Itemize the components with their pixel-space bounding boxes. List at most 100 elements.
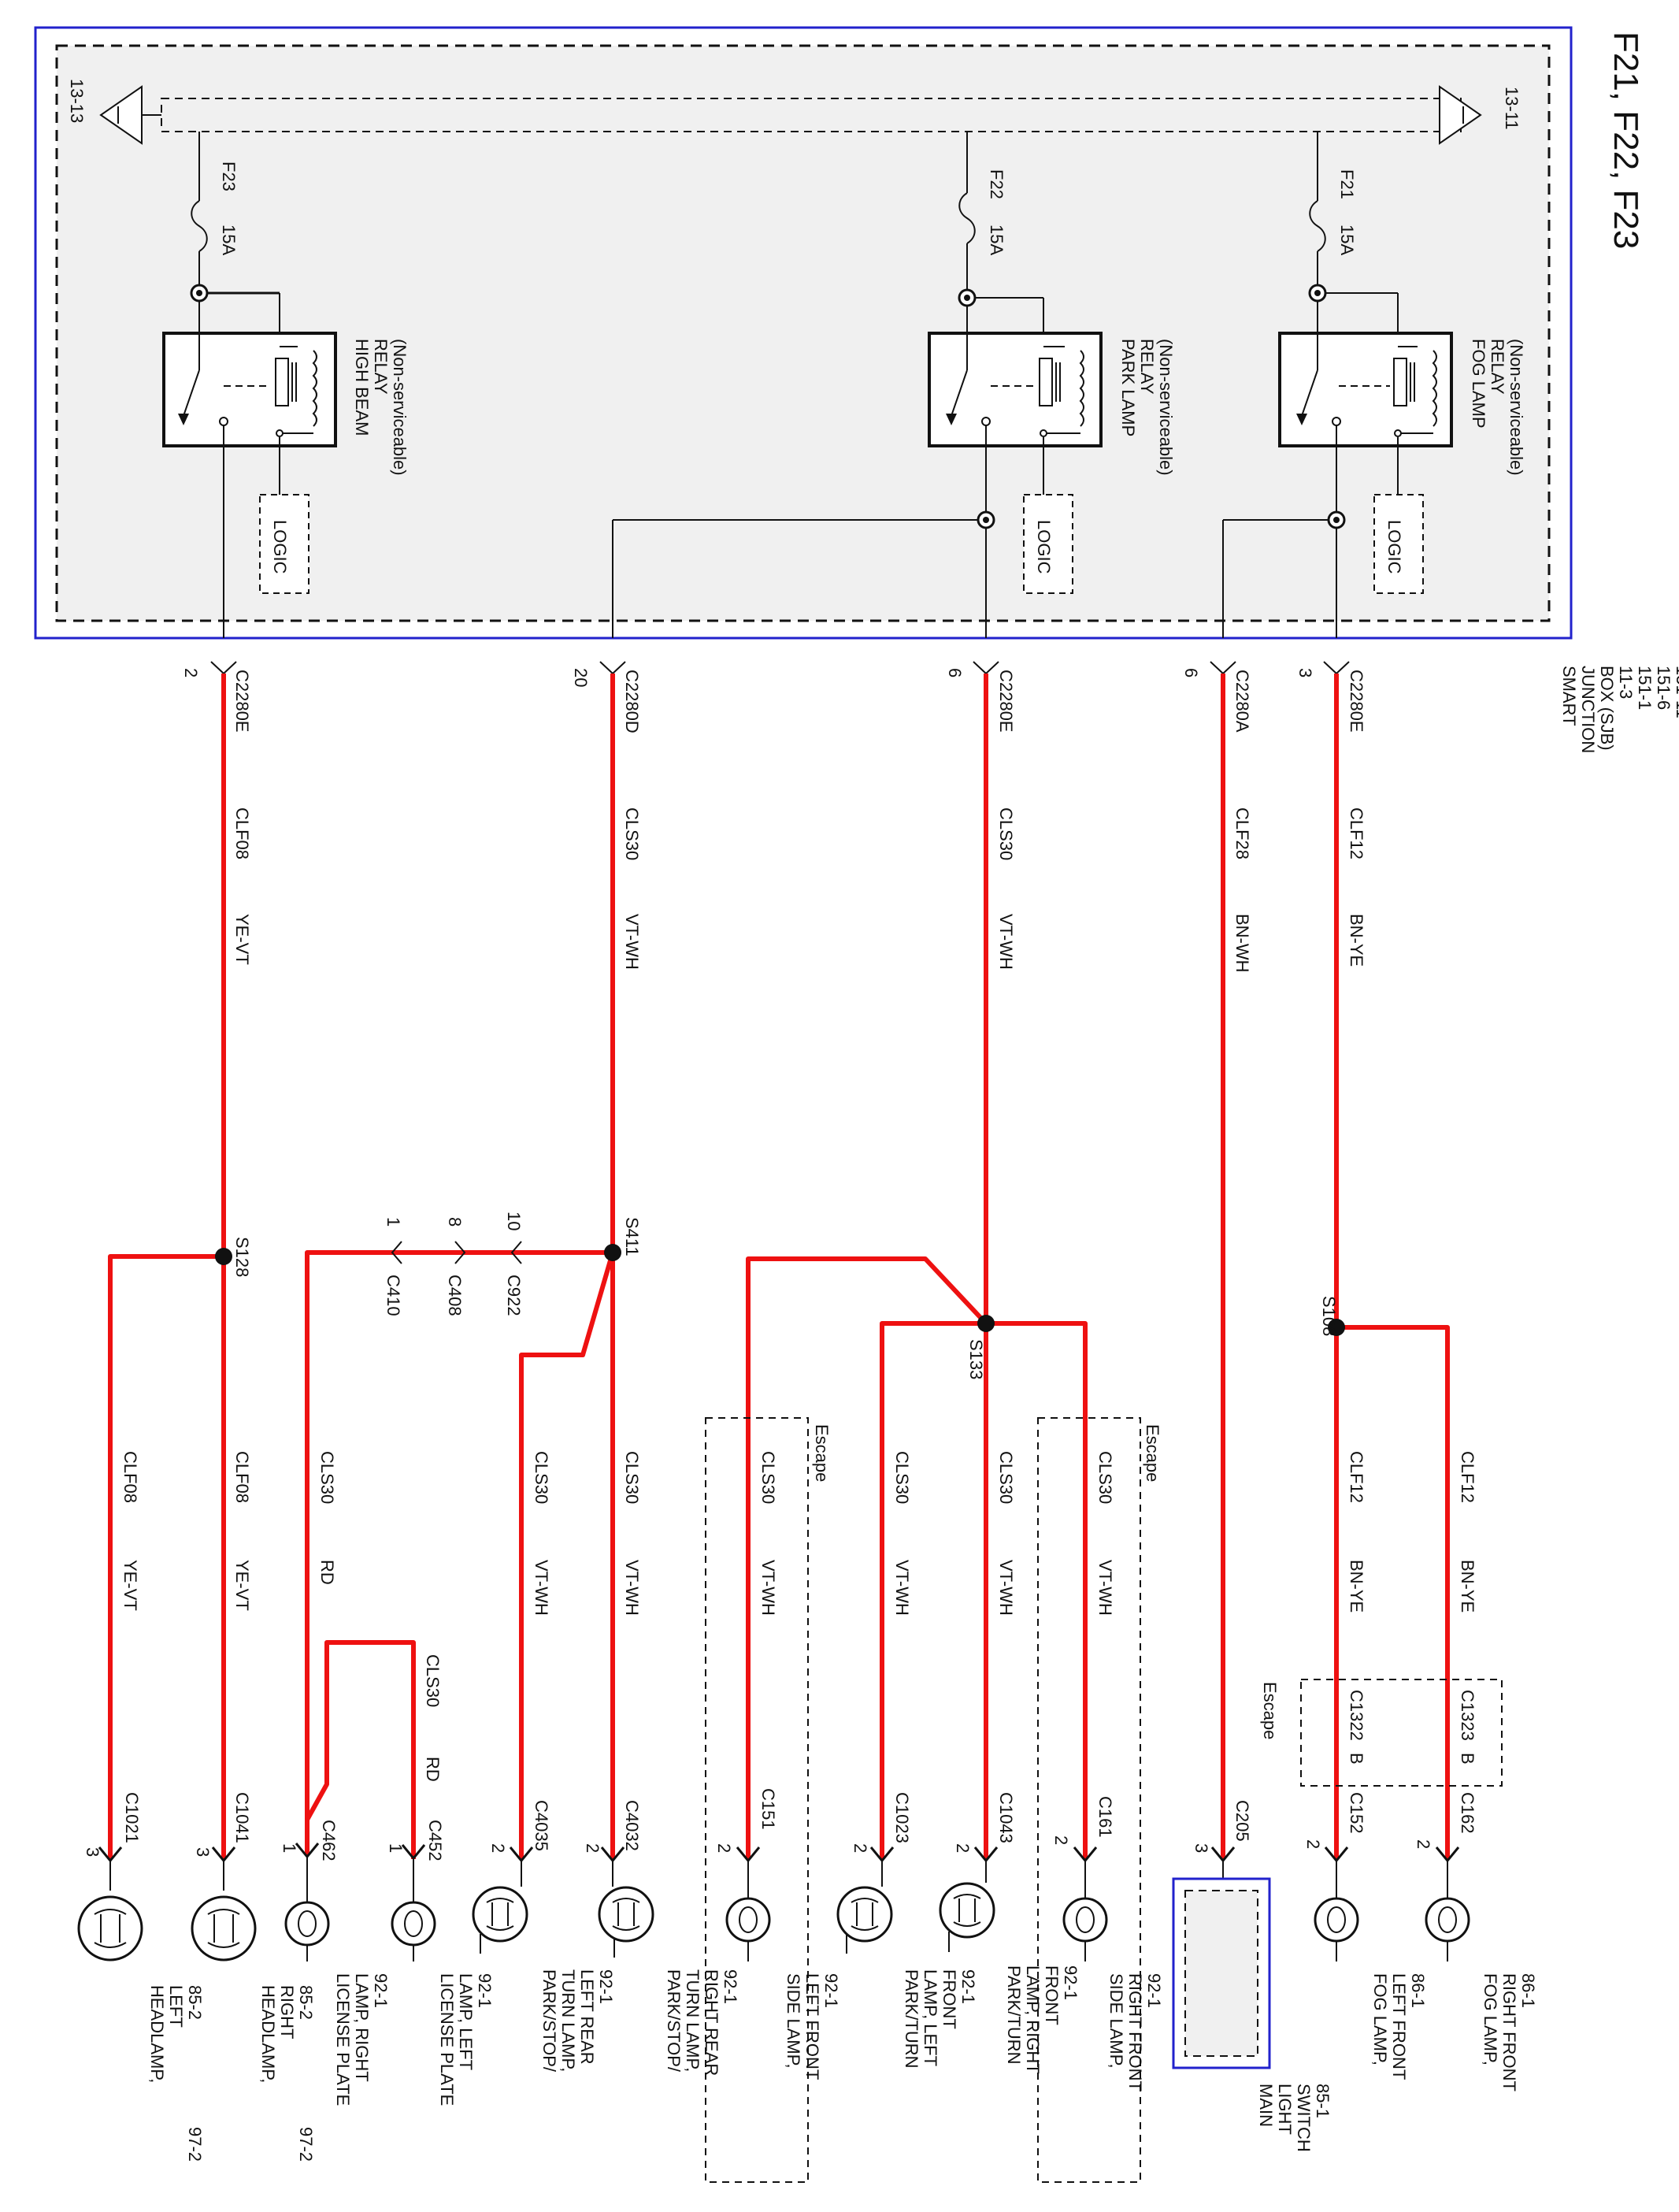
wire-cls30-lr <box>519 1252 615 1859</box>
svg-text:RIGHT FRONT: RIGHT FRONT <box>1499 1973 1519 2091</box>
relay-fog-lamp: LOGIC FOG LAMP RELAY (Non-serviceable) <box>1222 284 1526 638</box>
svg-text:VT-WH: VT-WH <box>622 914 642 970</box>
fuse-F23: F23 15A <box>191 132 239 285</box>
svg-text:C162: C162 <box>1458 1792 1477 1834</box>
svg-text:92-1: 92-1 <box>721 1969 740 2004</box>
wire-cls30-rd <box>305 1250 613 1855</box>
wire-clf12-right <box>1336 1325 1450 1859</box>
ref-right-label: 13-11 <box>1502 87 1521 130</box>
svg-text:S128: S128 <box>232 1237 252 1277</box>
svg-text:VT-WH: VT-WH <box>622 1560 642 1616</box>
svg-text:SMART: SMART <box>1559 666 1579 726</box>
svg-text:92-1: 92-1 <box>596 1969 616 2004</box>
svg-text:HEADLAMP,: HEADLAMP, <box>147 1985 167 2083</box>
svg-text:6: 6 <box>945 668 965 677</box>
svg-text:86-1: 86-1 <box>1518 1973 1538 2008</box>
svg-text:LOGIC: LOGIC <box>270 520 290 574</box>
svg-text:8: 8 <box>445 1217 465 1227</box>
svg-text:VT-WH: VT-WH <box>532 1560 551 1616</box>
svg-text:2: 2 <box>1051 1835 1071 1845</box>
svg-text:FRONT: FRONT <box>1042 1965 1062 2025</box>
sjb-outer-frame <box>34 26 1573 640</box>
svg-text:VT-WH: VT-WH <box>996 1560 1016 1616</box>
svg-text:92-1: 92-1 <box>958 1969 978 2004</box>
svg-text:CLF08: CLF08 <box>232 1451 252 1503</box>
svg-text:RD: RD <box>317 1560 337 1585</box>
load-license-plate-left: C452 1 LICENSE PLATE LAMP, LEFT 92-1 <box>386 1820 495 2106</box>
escape-box-side-left: Escape <box>705 1417 832 2183</box>
inline-connector-C410: 1 C410 <box>384 1217 403 1316</box>
svg-text:C161: C161 <box>1095 1796 1115 1838</box>
svg-text:FRONT: FRONT <box>940 1969 959 2029</box>
svg-text:YE-VT: YE-VT <box>232 1560 252 1611</box>
escape-box-fog: Escape C1322 B C1323 B <box>1260 1679 1503 1787</box>
relay-high-beam: LOGIC HIGH BEAM RELAY (Non-serviceable) <box>162 284 410 638</box>
svg-text:3: 3 <box>83 1847 102 1857</box>
svg-text:151-1: 151-1 <box>1635 666 1655 710</box>
svg-text:MAIN: MAIN <box>1256 2084 1276 2127</box>
page-title: F21, F22, F23 <box>1607 32 1645 249</box>
svg-text:CLS30: CLS30 <box>317 1451 337 1504</box>
svg-text:C4035: C4035 <box>532 1800 551 1851</box>
svg-text:Escape: Escape <box>1143 1424 1162 1482</box>
svg-text:2: 2 <box>851 1843 870 1853</box>
svg-text:85-2: 85-2 <box>296 1985 316 2020</box>
svg-text:2: 2 <box>1414 1839 1433 1849</box>
wire-labels: CLF08 YE-VT CLS30 VT-WH CLS30 VT-WH CLF2… <box>120 807 1477 1782</box>
svg-text:C4032: C4032 <box>622 1800 642 1851</box>
ref-left-label: 13-13 <box>67 79 87 123</box>
svg-text:92-1: 92-1 <box>475 1973 495 2008</box>
fuse-F22: F22 15A <box>958 132 1006 290</box>
svg-text:PARK/TURN: PARK/TURN <box>902 1969 921 2069</box>
svg-text:F21: F21 <box>1337 169 1357 199</box>
svg-text:C1021: C1021 <box>122 1792 142 1843</box>
svg-text:C205: C205 <box>1232 1800 1252 1842</box>
sjb-connector-C2280D-20: C2280D 20 <box>571 661 642 733</box>
svg-text:LOGIC: LOGIC <box>1384 520 1404 574</box>
svg-text:F23: F23 <box>219 161 239 191</box>
svg-text:CLS30: CLS30 <box>996 807 1016 860</box>
svg-text:CLS30: CLS30 <box>1095 1451 1115 1504</box>
load-fog-lamp-right-front: C162 2 FOG LAMP, RIGHT FRONT 86-1 <box>1414 1792 1538 2091</box>
sjb-connector-C2280E-3: C2280E 3 <box>1295 661 1366 733</box>
fuse-F21: F21 15A <box>1309 132 1357 285</box>
splice-S108: S108 <box>1319 1296 1345 1336</box>
svg-text:SIDE LAMP,: SIDE LAMP, <box>1106 1973 1126 2069</box>
svg-text:C1043: C1043 <box>996 1792 1016 1843</box>
svg-text:PARK/TURN: PARK/TURN <box>1004 1965 1024 2065</box>
svg-text:Escape: Escape <box>1260 1682 1280 1739</box>
svg-text:LEFT FRONT: LEFT FRONT <box>802 1973 822 2080</box>
svg-text:F22: F22 <box>987 169 1006 199</box>
svg-text:HIGH BEAM: HIGH BEAM <box>352 339 372 436</box>
svg-text:C410: C410 <box>384 1275 403 1316</box>
svg-text:92-1: 92-1 <box>371 1973 391 2008</box>
svg-text:3: 3 <box>1192 1843 1211 1853</box>
svg-text:15A: 15A <box>987 225 1006 255</box>
svg-text:C1323: C1323 <box>1458 1690 1477 1741</box>
svg-text:11-3: 11-3 <box>1616 666 1636 699</box>
svg-text:BN-WH: BN-WH <box>1232 914 1252 973</box>
load-main-light-switch: C205 3 MAIN LIGHT SWITCH 85-1 <box>1172 1800 1332 2152</box>
svg-text:(Non-serviceable): (Non-serviceable) <box>1507 339 1526 476</box>
splice-S411: S411 <box>604 1217 642 1261</box>
wire-cls30-rd-jumper <box>305 1640 416 1859</box>
svg-text:C452: C452 <box>425 1820 445 1861</box>
svg-text:(Non-serviceable): (Non-serviceable) <box>390 339 410 476</box>
svg-text:92-1: 92-1 <box>1061 1965 1080 2000</box>
svg-text:97-2: 97-2 <box>185 2127 205 2162</box>
svg-text:RELAY: RELAY <box>1488 339 1507 395</box>
inline-connector-C922: 10 C922 <box>504 1212 524 1316</box>
svg-text:CLF08: CLF08 <box>120 1451 140 1503</box>
svg-text:LOGIC: LOGIC <box>1034 520 1054 574</box>
svg-text:1: 1 <box>384 1217 403 1227</box>
logic-box-park-lamp <box>1023 494 1073 594</box>
svg-text:97-2: 97-2 <box>296 2127 316 2162</box>
ref-arrow-right: 13-11 <box>1439 85 1521 145</box>
svg-text:2: 2 <box>714 1843 734 1853</box>
svg-text:C151: C151 <box>758 1788 778 1830</box>
svg-text:LEFT: LEFT <box>166 1985 186 2028</box>
svg-text:86-1: 86-1 <box>1408 1973 1428 2008</box>
svg-text:RIGHT FRONT: RIGHT FRONT <box>1125 1973 1145 2091</box>
svg-text:15A: 15A <box>1337 225 1357 255</box>
svg-text:3: 3 <box>1295 668 1315 677</box>
